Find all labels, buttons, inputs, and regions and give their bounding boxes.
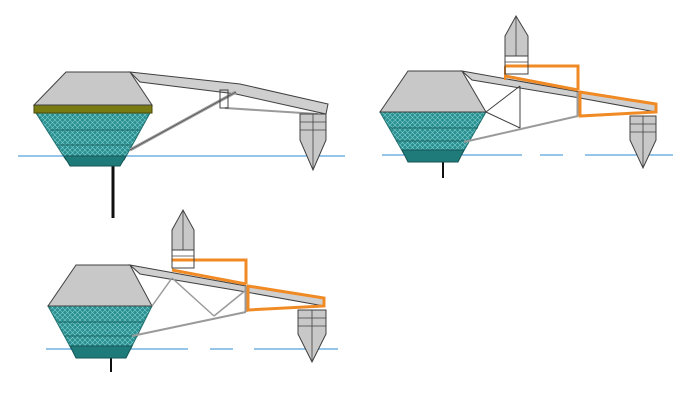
panel-a: [18, 71, 345, 218]
mast-hull-icon: [504, 14, 529, 75]
pontoon-icon: [299, 113, 327, 172]
orange-frame-icon: [504, 64, 658, 118]
upper-boom: [460, 70, 657, 113]
net-cage-icon: [47, 305, 153, 359]
panel-c: [46, 208, 338, 372]
truss: [463, 85, 580, 143]
mast-hull-icon: [171, 208, 195, 269]
collar-ring: [33, 104, 153, 114]
orange-frame-icon: [171, 258, 326, 312]
truss: [131, 277, 248, 337]
upper-boom: [128, 264, 325, 307]
net-cage-icon: [379, 111, 487, 163]
net-cage-icon: [35, 112, 151, 167]
pontoon-icon: [297, 309, 327, 364]
cone-hull-icon: [32, 71, 153, 106]
bracket: [219, 89, 229, 109]
lower-boom: [224, 107, 319, 115]
panel-b: [379, 14, 673, 178]
pontoon-icon: [629, 115, 657, 170]
